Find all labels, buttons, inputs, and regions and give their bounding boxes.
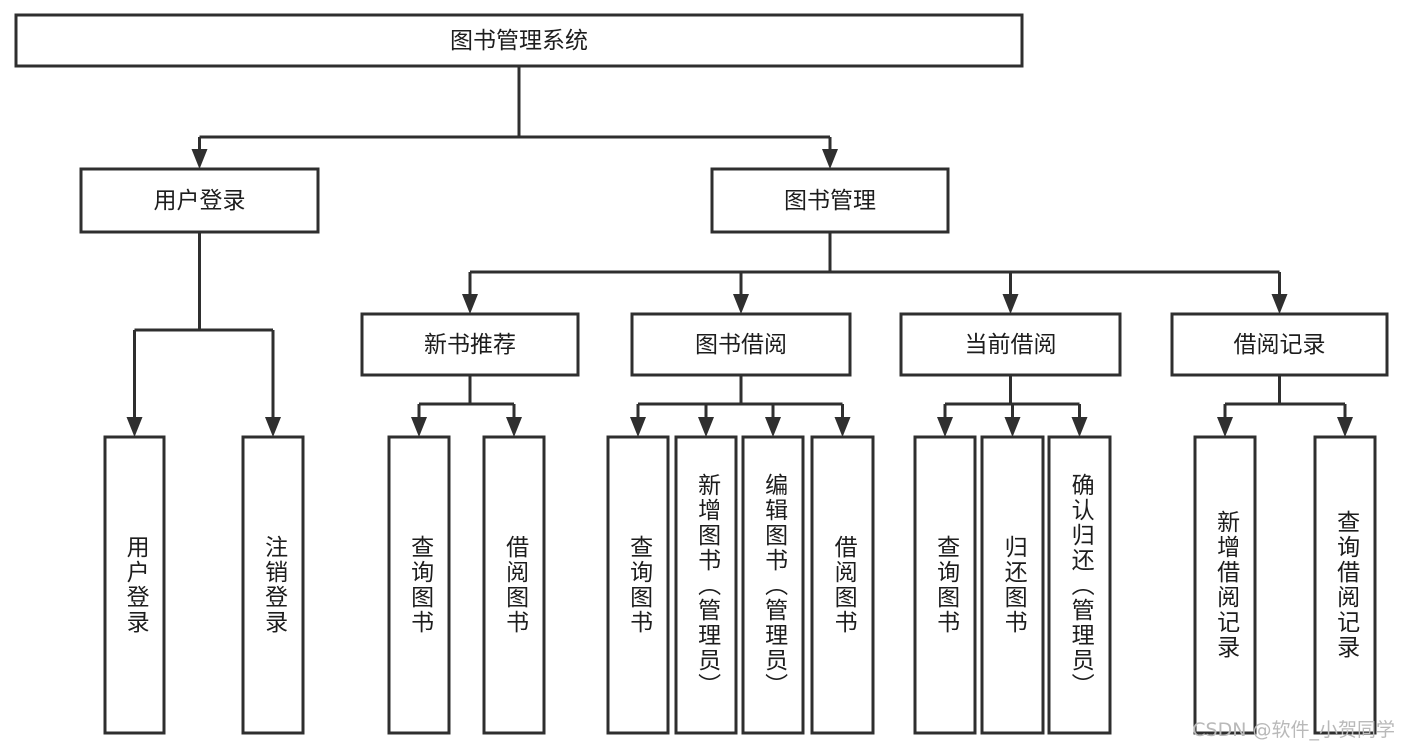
node-user-login[interactable] <box>79 167 320 234</box>
node-root-root[interactable] <box>14 13 1024 68</box>
node-current-borrow[interactable] <box>899 312 1122 377</box>
arrow-head-icon <box>126 417 143 437</box>
node-leaf-user-logout[interactable] <box>241 435 305 735</box>
node-leaf-confirm-return[interactable] <box>1047 435 1112 735</box>
node-leaf-query-record[interactable] <box>1313 435 1377 735</box>
node-leaf-add-book[interactable] <box>674 435 738 735</box>
node-book-borrow[interactable] <box>630 312 852 377</box>
arrow-head-icon <box>1271 294 1288 314</box>
node-label-new-book-rec: 新书推荐 <box>424 332 516 358</box>
node-leaf-borrow-book-1[interactable] <box>482 435 546 735</box>
arrow-head-icon <box>834 417 851 437</box>
connector-lines <box>126 66 1353 437</box>
node-label-book-borrow: 图书借阅 <box>695 332 787 358</box>
arrow-head-icon <box>698 417 714 437</box>
arrow-head-icon <box>1002 294 1019 314</box>
arrow-head-icon <box>1337 417 1353 437</box>
arrow-head-icon <box>1071 417 1088 437</box>
arrow-head-icon <box>630 417 646 437</box>
arrow-head-icon <box>937 417 953 437</box>
arrow-head-icon <box>822 149 838 169</box>
node-label-current-borrow: 当前借阅 <box>965 332 1057 358</box>
node-new-book-rec[interactable] <box>360 312 580 377</box>
node-leaf-borrow-book-2[interactable] <box>810 435 875 735</box>
node-label-borrow-record: 借阅记录 <box>1234 332 1326 358</box>
node-leaf-add-record[interactable] <box>1193 435 1257 735</box>
node-leaf-query-book-1[interactable] <box>387 435 451 735</box>
node-book-manage[interactable] <box>710 167 950 234</box>
node-label-root: 图书管理系统 <box>450 28 588 54</box>
node-boxes <box>14 13 1389 735</box>
node-leaf-user-login[interactable] <box>103 435 166 735</box>
arrow-head-icon <box>1004 417 1021 437</box>
node-leaf-edit-book[interactable] <box>741 435 805 735</box>
arrow-head-icon <box>733 294 749 314</box>
arrow-head-icon <box>506 417 522 437</box>
arrow-head-icon <box>265 417 281 437</box>
arrow-head-icon <box>765 417 781 437</box>
node-leaf-query-book-2[interactable] <box>606 435 670 735</box>
csdn-watermark: CSDN @软件_小贺同学 <box>1192 719 1395 741</box>
arrow-head-icon <box>191 149 208 169</box>
arrow-head-icon <box>462 294 478 314</box>
node-leaf-return-book[interactable] <box>980 435 1045 735</box>
node-label-book-manage: 图书管理 <box>784 188 876 214</box>
arrow-head-icon <box>411 417 427 437</box>
arrow-head-icon <box>1217 417 1233 437</box>
node-label-user-login: 用户登录 <box>154 188 246 214</box>
node-borrow-record[interactable] <box>1170 312 1389 377</box>
node-leaf-query-book-3[interactable] <box>913 435 977 735</box>
